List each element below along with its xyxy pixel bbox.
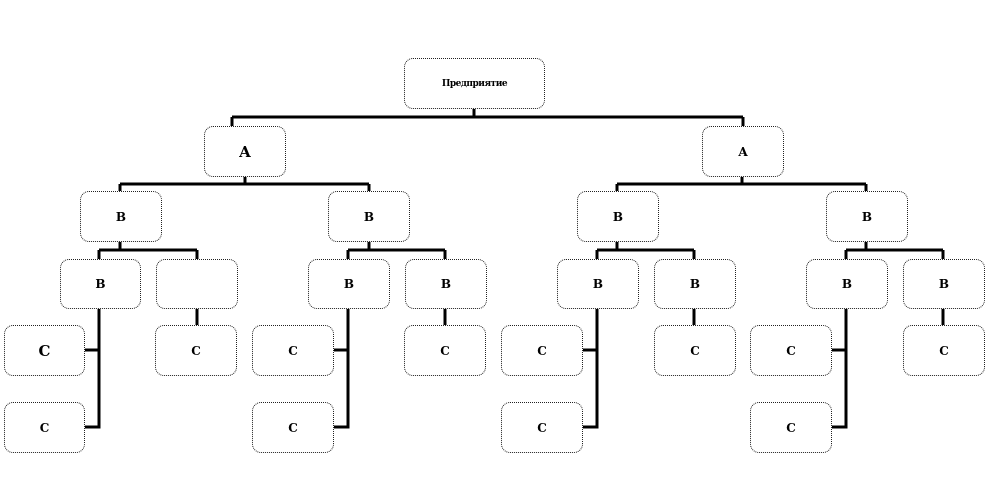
node-empty <box>156 259 238 309</box>
node-a: A <box>204 126 286 177</box>
node-b: В <box>80 191 162 242</box>
connector <box>84 308 199 429</box>
node-c: С <box>252 402 334 453</box>
node-root: Предприятие <box>404 58 545 109</box>
node-c: С <box>750 402 832 453</box>
node-c: С <box>252 325 334 376</box>
node-b: В <box>577 191 659 242</box>
node-c: С <box>501 402 583 453</box>
node-b: В <box>654 259 736 309</box>
node-a: A <box>702 126 784 177</box>
node-c: С <box>750 325 832 376</box>
node-c: С <box>4 325 85 376</box>
connector <box>844 241 945 259</box>
connector <box>333 308 447 429</box>
connector <box>595 241 696 259</box>
connector <box>118 176 371 191</box>
connector <box>346 241 447 259</box>
node-c: С <box>4 402 85 453</box>
node-c: С <box>501 325 583 376</box>
connector <box>831 308 945 429</box>
node-b: В <box>405 259 487 309</box>
node-c: С <box>654 325 736 376</box>
node-b: В <box>557 259 639 309</box>
node-c: С <box>155 325 237 376</box>
node-c: С <box>903 325 985 376</box>
node-b: В <box>328 191 410 242</box>
node-b: В <box>903 259 985 309</box>
node-b: В <box>60 259 141 309</box>
connector <box>97 241 199 259</box>
node-b: В <box>806 259 888 309</box>
connector <box>582 308 696 429</box>
node-c: С <box>404 325 486 376</box>
node-b: В <box>826 191 908 242</box>
connector <box>615 176 868 191</box>
connector <box>230 108 745 126</box>
node-b: В <box>308 259 390 309</box>
